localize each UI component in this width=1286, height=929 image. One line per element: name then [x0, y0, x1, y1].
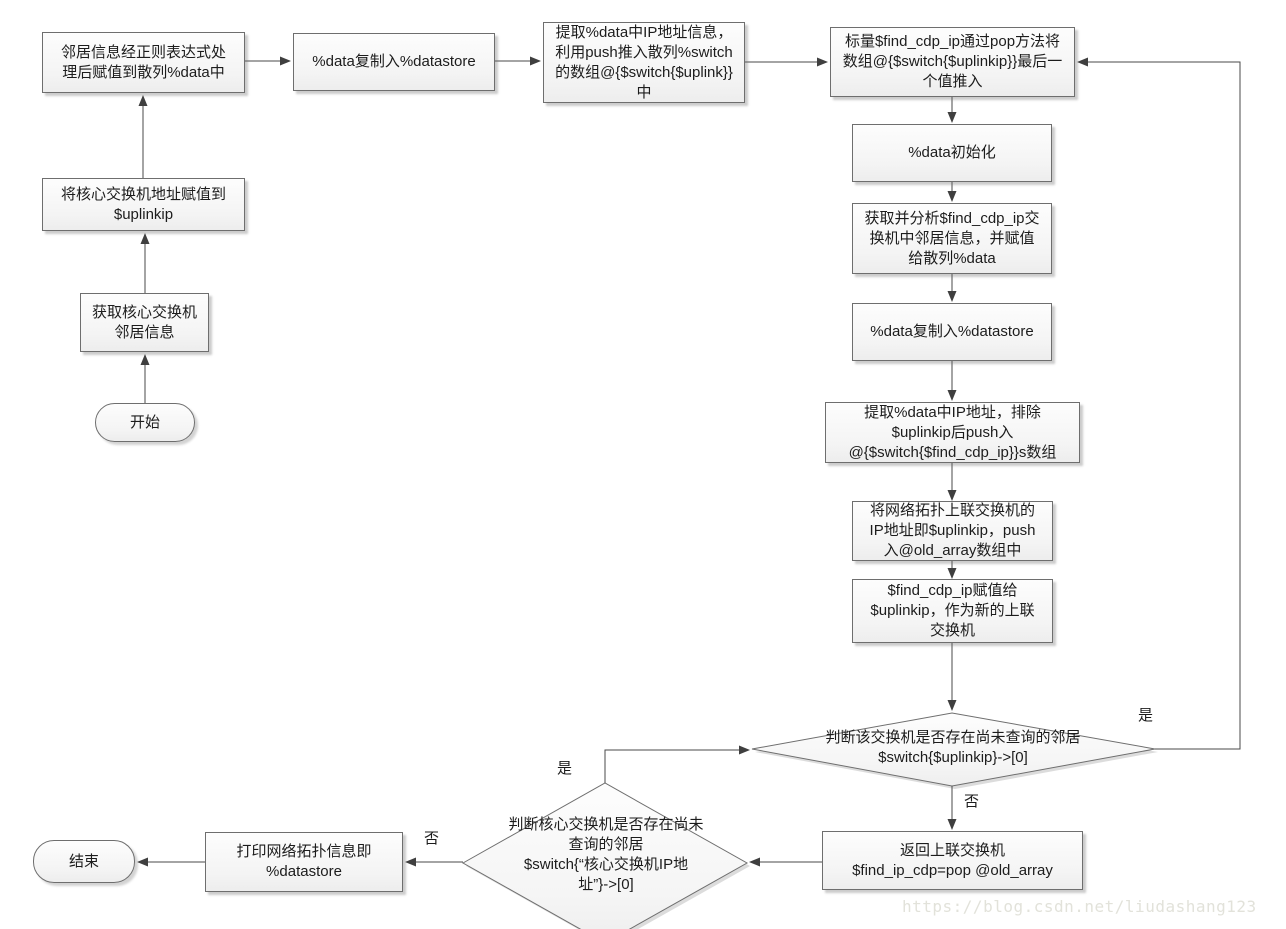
node-copy-datastore-2: %data复制入%datastore	[852, 303, 1052, 361]
node-print-topology: 打印网络拓扑信息即 %datastore	[205, 832, 403, 892]
edge-label-decision1-no: 否	[964, 793, 980, 810]
node-return-uplink: 返回上联交换机 $find_ip_cdp=pop @old_array	[822, 831, 1083, 890]
node-end: 结束	[33, 840, 135, 883]
node-start: 开始	[95, 403, 195, 442]
arrow-decision2-yes-to-decision1	[604, 745, 750, 783]
node-analyze-neighbors: 获取并分析$find_cdp_ip交 换机中邻居信息，并赋值 给散列%data	[852, 203, 1052, 274]
watermark-text: https://blog.csdn.net/liudashang123	[902, 897, 1257, 916]
node-regex-assign-data: 邻居信息经正则表达式处 理后赋值到散列%data中	[42, 32, 245, 93]
decision-check-core-neighbors	[461, 782, 749, 929]
node-extract-exclude-push: 提取%data中IP地址，排除 $uplinkip后push入 @{$switc…	[825, 402, 1080, 463]
decision-check-switch-neighbors	[751, 712, 1156, 787]
node-copy-datastore-1: %data复制入%datastore	[293, 33, 495, 91]
node-assign-core-ip: 将核心交换机地址赋值到 $uplinkip	[42, 178, 245, 231]
node-push-old-array: 将网络拓扑上联交换机的 IP地址即$uplinkip，push 入@old_ar…	[852, 501, 1053, 561]
node-data-init: %data初始化	[852, 124, 1052, 182]
arrow-decision1-yes-loop	[1077, 57, 1241, 750]
edge-label-decision2-yes: 是	[557, 760, 573, 777]
node-assign-new-uplink: $find_cdp_ip赋值给 $uplinkip，作为新的上联 交换机	[852, 579, 1053, 643]
node-get-core-neighbors: 获取核心交换机 邻居信息	[80, 293, 209, 352]
edge-label-decision1-yes: 是	[1138, 707, 1154, 724]
node-pop-find-cdp-ip: 标量$find_cdp_ip通过pop方法将 数组@{$switch{$upli…	[830, 27, 1075, 97]
edge-label-decision2-no: 否	[424, 830, 440, 847]
node-extract-push-switch: 提取%data中IP地址信息， 利用push推入散列%switch 的数组@{$…	[543, 22, 745, 103]
